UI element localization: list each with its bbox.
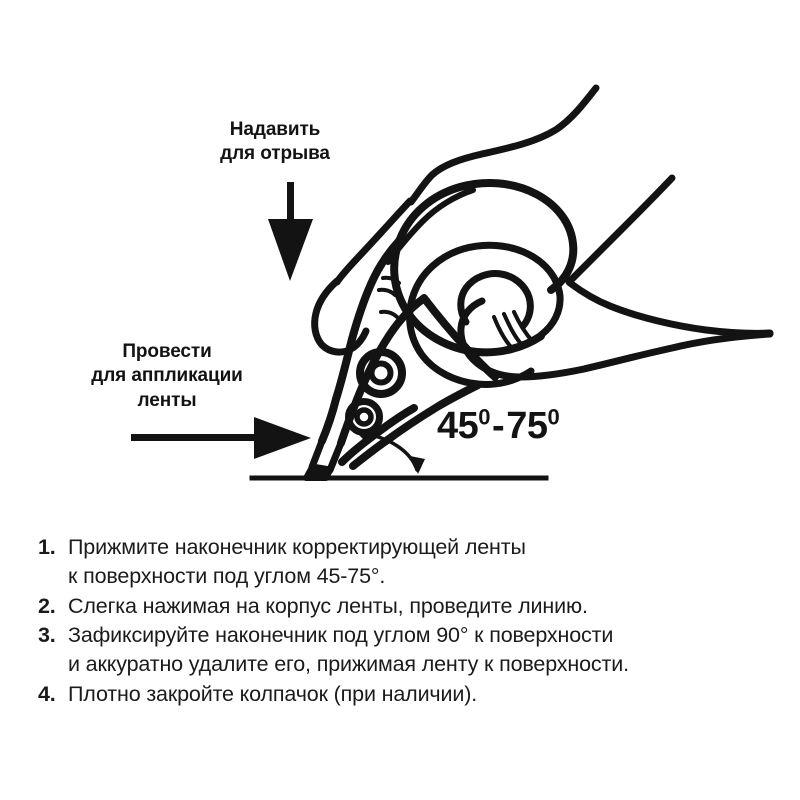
angle-to: 75 xyxy=(506,405,548,447)
step-number: 3. xyxy=(38,623,56,648)
angle-from-unit: 0 xyxy=(478,404,491,430)
dispenser-body-right xyxy=(349,381,482,470)
step-line: Слегка нажимая на корпус ленты, проведит… xyxy=(68,593,588,618)
hand-index-finger-bottom xyxy=(333,197,414,286)
hand-index-fingertip xyxy=(311,277,370,356)
callout-draw-line3: ленты xyxy=(137,389,197,411)
finger-crease-tick-1 xyxy=(381,275,401,285)
step-text: Слегка нажимая на корпус ленты, проведит… xyxy=(68,592,778,621)
hand-thumb-tip xyxy=(457,297,524,381)
step-number: 2. xyxy=(38,593,56,618)
step-number: 1. xyxy=(38,535,56,559)
angle-to-unit: 0 xyxy=(547,404,560,430)
hand-pinky-contour xyxy=(566,279,774,337)
tape-roll-outer-inner-edge xyxy=(406,241,564,388)
step-line: к поверхности под углом 45-75°. xyxy=(68,563,386,588)
hand-index-finger-top xyxy=(407,84,600,206)
angle-separator: - xyxy=(492,405,505,447)
step-line: Прижмите наконечник корректирующей ленты xyxy=(68,535,526,559)
angle-arc-arrowhead-lower xyxy=(410,456,425,474)
angle-range-label: 450-750 xyxy=(437,404,560,448)
instruction-steps-list: 1. Прижмите наконечник корректирующей ле… xyxy=(38,533,778,710)
step-item: 2. Слегка нажимая на корпус ленты, прове… xyxy=(38,592,778,621)
hand-back-contour xyxy=(565,174,676,286)
step-text: Плотно закройте колпачок (при наличии). xyxy=(68,680,778,709)
step-line: и аккуратно удалите его, прижимая ленту … xyxy=(68,652,629,677)
step-text: Зафиксируйте наконечник под углом 90° к … xyxy=(68,621,778,679)
step-item: 3. Зафиксируйте наконечник под углом 90°… xyxy=(38,621,778,679)
callout-press-line2: для отрыва xyxy=(220,143,330,165)
tape-roll-hub xyxy=(457,270,534,330)
step-item: 4. Плотно закройте колпачок (при наличии… xyxy=(38,680,778,709)
step-text: Прижмите наконечник корректирующей ленты… xyxy=(68,533,778,591)
step-number: 4. xyxy=(38,681,56,706)
step-line: Плотно закройте колпачок (при наличии). xyxy=(68,681,478,706)
dispenser-body-left xyxy=(318,237,403,445)
right-arrow xyxy=(131,417,311,459)
step-line: Зафиксируйте наконечник под углом 90° к … xyxy=(68,623,614,648)
angle-arc-arrowhead-upper xyxy=(355,428,374,442)
callout-press-to-tear: Надавить для отрыва xyxy=(170,118,380,167)
thumb-crease-2 xyxy=(502,312,524,347)
dispenser-gear-large xyxy=(356,348,406,398)
instruction-illustration xyxy=(131,84,774,481)
down-arrow xyxy=(268,182,313,281)
angle-from: 45 xyxy=(437,405,479,447)
callout-press-line1: Надавить xyxy=(229,119,321,140)
finger-crease-tick-2 xyxy=(377,287,397,297)
callout-draw-line2: для аппликации xyxy=(91,365,243,387)
callout-draw-line1: Провести xyxy=(122,341,212,362)
dispenser-tip xyxy=(308,437,345,474)
dispenser-body-bottom xyxy=(420,294,499,381)
hand-thumb-top xyxy=(516,330,774,381)
thumb-crease-1 xyxy=(492,315,513,349)
finger-crease-tick-3 xyxy=(379,309,399,319)
callout-draw-to-apply: Провести для аппликации ленты xyxy=(62,340,272,413)
step-item: 1. Прижмите наконечник корректирующей ле… xyxy=(38,533,778,591)
thumb-crease-3 xyxy=(512,310,535,344)
